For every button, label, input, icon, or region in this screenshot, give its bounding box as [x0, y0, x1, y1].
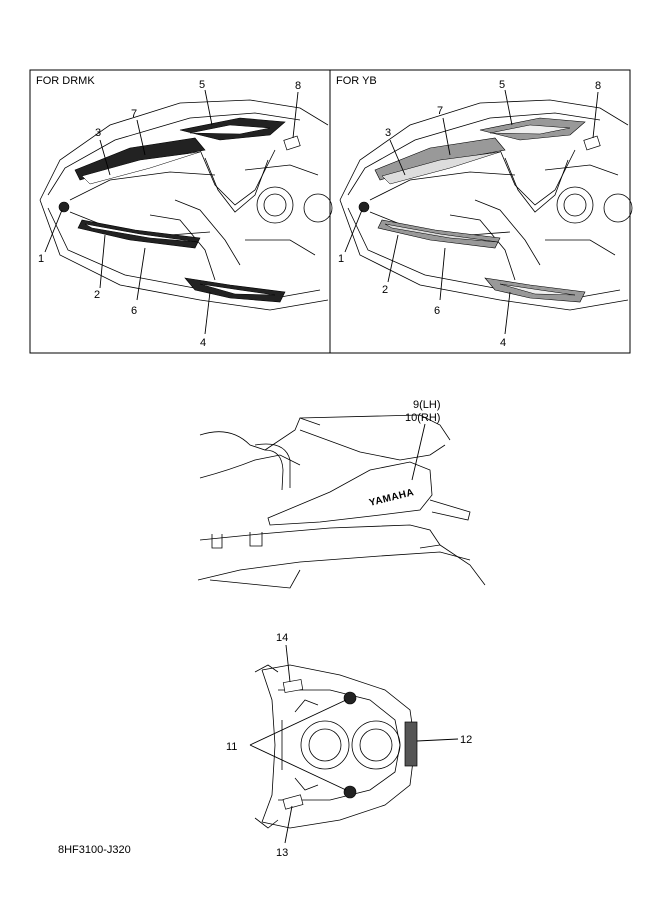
panel-yb-frame [329, 69, 631, 354]
callout-10-rh: 10(RH) [405, 412, 440, 424]
yb-callouts: 1 2 3 4 5 6 7 8 [338, 79, 601, 349]
panel-drmk-header: FOR DRMK [36, 75, 95, 87]
callout-9-lh: 9(LH) [413, 399, 441, 411]
side-view-drawing [197, 414, 486, 589]
callout-12: 12 [460, 734, 472, 746]
side-view-callouts: 9(LH) 10(RH) [405, 399, 441, 481]
callout-8-right: 8 [595, 80, 601, 92]
yb-decals [358, 117, 601, 303]
callout-14: 14 [276, 632, 288, 644]
callout-1-right: 1 [338, 253, 344, 265]
callout-7-right: 7 [437, 105, 443, 117]
callout-5-right: 5 [499, 79, 505, 91]
top-view-callouts: 11 12 13 14 [226, 632, 472, 859]
yamaha-decal-text: YAMAHA [368, 487, 415, 509]
callout-6-right: 6 [434, 305, 440, 317]
side-view-yamaha-decal: YAMAHA [368, 487, 415, 509]
drmk-decals [58, 117, 301, 303]
callout-11: 11 [226, 741, 237, 753]
callout-3-right: 3 [385, 127, 391, 139]
callout-5-left: 5 [199, 79, 205, 91]
callout-2-right: 2 [382, 284, 388, 296]
callout-4-left: 4 [200, 337, 206, 349]
callout-13: 13 [276, 847, 288, 859]
drmk-callouts: 1 2 3 4 5 6 7 8 [38, 79, 301, 349]
callout-7-left: 7 [131, 108, 137, 120]
callout-8-left: 8 [295, 80, 301, 92]
callout-6-left: 6 [131, 305, 137, 317]
drawing-code: 8HF3100-J320 [58, 844, 131, 856]
panel-yb-header: FOR YB [336, 75, 377, 87]
callout-1-left: 1 [38, 253, 44, 265]
panel-drmk-frame [29, 69, 331, 354]
callout-3-left: 3 [95, 127, 101, 139]
callout-2-left: 2 [94, 289, 100, 301]
top-view-drawing [254, 664, 418, 829]
callout-4-right: 4 [500, 337, 506, 349]
